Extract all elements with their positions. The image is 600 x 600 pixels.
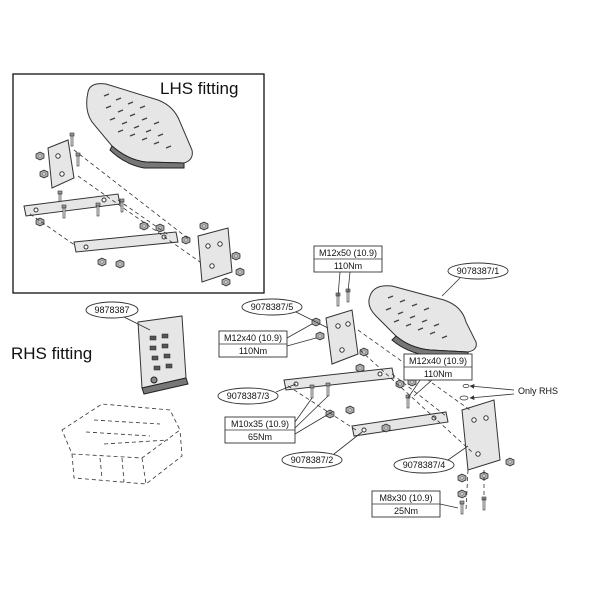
callout-step-label: 9078387/1 — [457, 266, 500, 276]
top-bracket — [311, 288, 369, 373]
spec-m12x40-a-torque: 110Nm — [239, 346, 267, 356]
only-rhs-note: Only RHS — [469, 384, 558, 400]
callout-arm-upper-label: 9078387/3 — [227, 391, 270, 401]
spec-m12x50-size: M12x50 (10.9) — [319, 248, 377, 258]
lhs-support-arms — [23, 193, 179, 269]
rhs-step-pad — [368, 285, 477, 359]
lhs-assembly-lines — [29, 149, 201, 263]
spec-m8x30: M8x30 (10.9) 25Nm — [371, 490, 459, 518]
lhs-side-bracket — [181, 221, 245, 287]
spec-m8x30-size: M8x30 (10.9) — [379, 493, 432, 503]
lhs-fitting-heading: LHS fitting — [160, 79, 238, 98]
spec-m10x35: M10x35 (10.9) 65Nm — [224, 395, 333, 444]
spec-m12x40-b: M12x40 (10.9) 110Nm — [403, 353, 473, 399]
spec-m12x40-b-torque: 110Nm — [424, 369, 452, 379]
lower-arm — [325, 394, 449, 437]
spec-m12x40-b-size: M12x40 (10.9) — [409, 356, 467, 366]
spec-m10x35-torque: 65Nm — [248, 432, 272, 442]
upper-arm — [283, 367, 417, 399]
spacer-icon — [462, 384, 470, 388]
rhs-assembly-lines — [287, 329, 485, 511]
callout-kit: 9878387 — [85, 301, 151, 331]
callout-bracket-top: 9078387/5 — [241, 298, 329, 329]
callout-bracket-side-label: 9078387/4 — [403, 460, 446, 470]
callout-arm-upper: 9078387/3 — [217, 383, 297, 405]
lhs-fitting-panel: LHS fitting — [12, 73, 265, 294]
spec-m12x50: M12x50 (10.9) 110Nm — [313, 245, 383, 297]
lhs-step-pad — [86, 83, 193, 169]
callout-bracket-side: 9078387/4 — [393, 445, 469, 474]
callout-step: 9078387/1 — [441, 262, 509, 297]
washer-icon — [459, 395, 469, 401]
vehicle-frame-outline — [61, 403, 183, 485]
spec-m12x50-torque: 110Nm — [334, 261, 362, 271]
spec-m8x30-torque: 25Nm — [394, 506, 418, 516]
rhs-fitting-heading: RHS fitting — [11, 344, 92, 363]
callout-kit-label: 9878387 — [94, 305, 129, 315]
kit-panel — [137, 315, 189, 395]
callout-arm-lower: 9078387/2 — [281, 431, 363, 469]
lhs-vertical-bracket — [35, 132, 81, 205]
spec-m10x35-size: M10x35 (10.9) — [231, 419, 289, 429]
spec-m12x40-a: M12x40 (10.9) 110Nm — [218, 323, 317, 358]
side-bracket — [457, 384, 515, 515]
spec-m12x40-a-size: M12x40 (10.9) — [224, 333, 282, 343]
callout-arm-lower-label: 9078387/2 — [291, 455, 334, 465]
callout-bracket-top-label: 9078387/5 — [251, 302, 294, 312]
only-rhs-label: Only RHS — [518, 386, 558, 396]
